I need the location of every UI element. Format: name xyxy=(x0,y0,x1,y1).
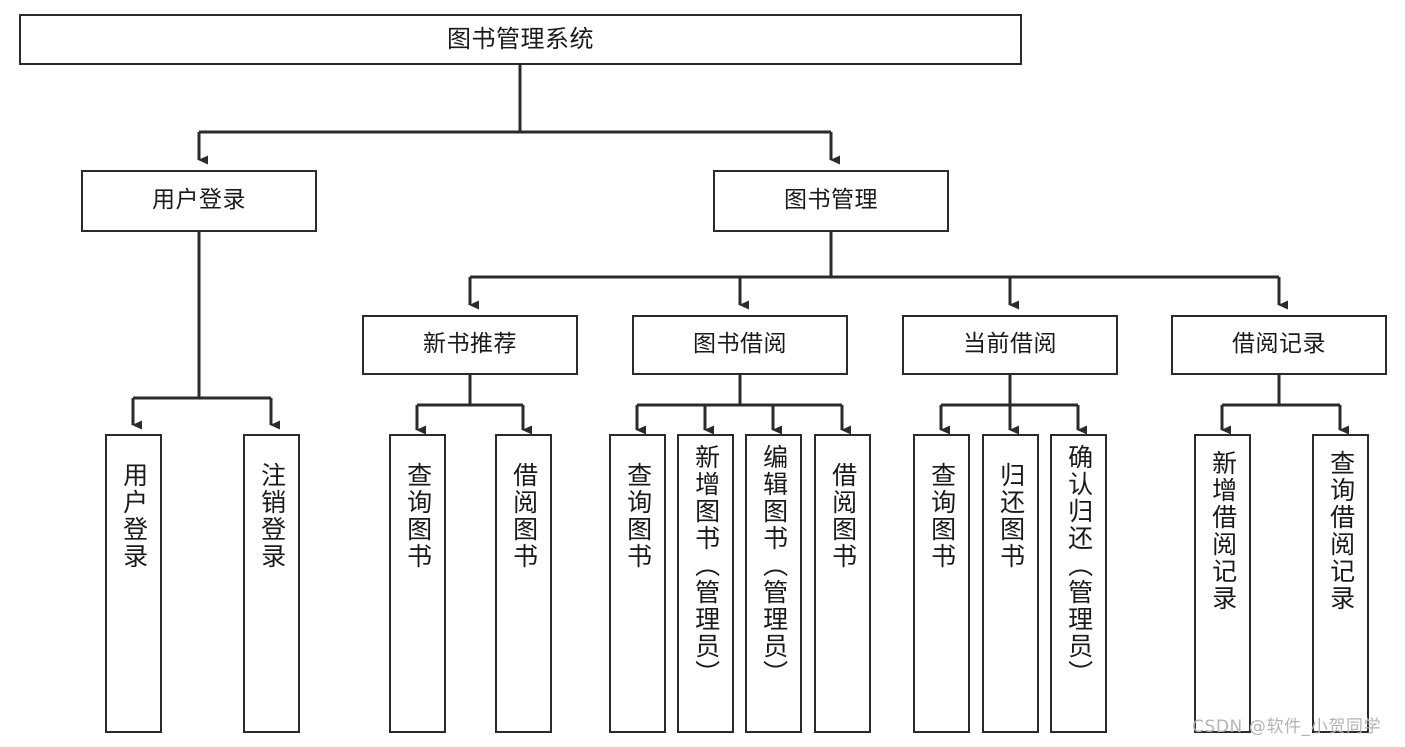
node-user-login[interactable]: 用户登录 xyxy=(81,170,317,232)
node-label: 用户登录 xyxy=(119,462,149,570)
node-label: 图书管理系统 xyxy=(447,25,594,54)
leaf-logout[interactable]: 注销登录 xyxy=(243,434,300,733)
node-label: 新增借阅记录 xyxy=(1208,450,1238,612)
leaf-borrow-book-new[interactable]: 借阅图书 xyxy=(495,434,552,733)
node-label: 借阅图书 xyxy=(828,462,858,570)
leaf-edit-book-admin[interactable]: 编辑图书（管理员） xyxy=(745,434,802,733)
node-new-book-recommend[interactable]: 新书推荐 xyxy=(362,315,578,375)
leaf-add-borrow-record[interactable]: 新增借阅记录 xyxy=(1194,434,1251,733)
node-label: 编辑图书（管理员） xyxy=(759,444,789,687)
leaf-query-book-new[interactable]: 查询图书 xyxy=(389,434,446,733)
node-label: 新增图书（管理员） xyxy=(691,444,721,687)
node-label: 归还图书 xyxy=(996,462,1026,570)
node-label: 注销登录 xyxy=(257,462,287,570)
node-label: 图书管理 xyxy=(784,187,878,214)
leaf-borrow-book[interactable]: 借阅图书 xyxy=(814,434,871,733)
leaf-query-book-current[interactable]: 查询图书 xyxy=(913,434,970,733)
leaf-user-login[interactable]: 用户登录 xyxy=(105,434,162,733)
node-label: 查询图书 xyxy=(623,462,653,570)
node-root-system[interactable]: 图书管理系统 xyxy=(19,14,1022,65)
node-label: 当前借阅 xyxy=(963,331,1057,358)
node-label: 借阅记录 xyxy=(1232,331,1326,358)
node-label: 图书借阅 xyxy=(693,331,787,358)
leaf-add-book-admin[interactable]: 新增图书（管理员） xyxy=(677,434,734,733)
node-label: 查询图书 xyxy=(927,462,957,570)
node-label: 查询借阅记录 xyxy=(1326,450,1356,612)
leaf-query-borrow-record[interactable]: 查询借阅记录 xyxy=(1312,434,1369,733)
leaf-query-book-borrow[interactable]: 查询图书 xyxy=(609,434,666,733)
node-label: 用户登录 xyxy=(152,187,246,214)
leaf-confirm-return-admin[interactable]: 确认归还（管理员） xyxy=(1050,434,1107,733)
node-book-management[interactable]: 图书管理 xyxy=(713,170,949,232)
watermark-text: CSDN @软件_小贺同学 xyxy=(1192,717,1382,737)
node-book-borrow[interactable]: 图书借阅 xyxy=(632,315,848,375)
node-borrow-records[interactable]: 借阅记录 xyxy=(1171,315,1387,375)
node-label: 借阅图书 xyxy=(509,462,539,570)
node-current-borrow[interactable]: 当前借阅 xyxy=(902,315,1118,375)
node-label: 确认归还（管理员） xyxy=(1064,444,1094,687)
node-label: 查询图书 xyxy=(403,462,433,570)
leaf-return-book[interactable]: 归还图书 xyxy=(982,434,1039,733)
node-label: 新书推荐 xyxy=(423,331,517,358)
